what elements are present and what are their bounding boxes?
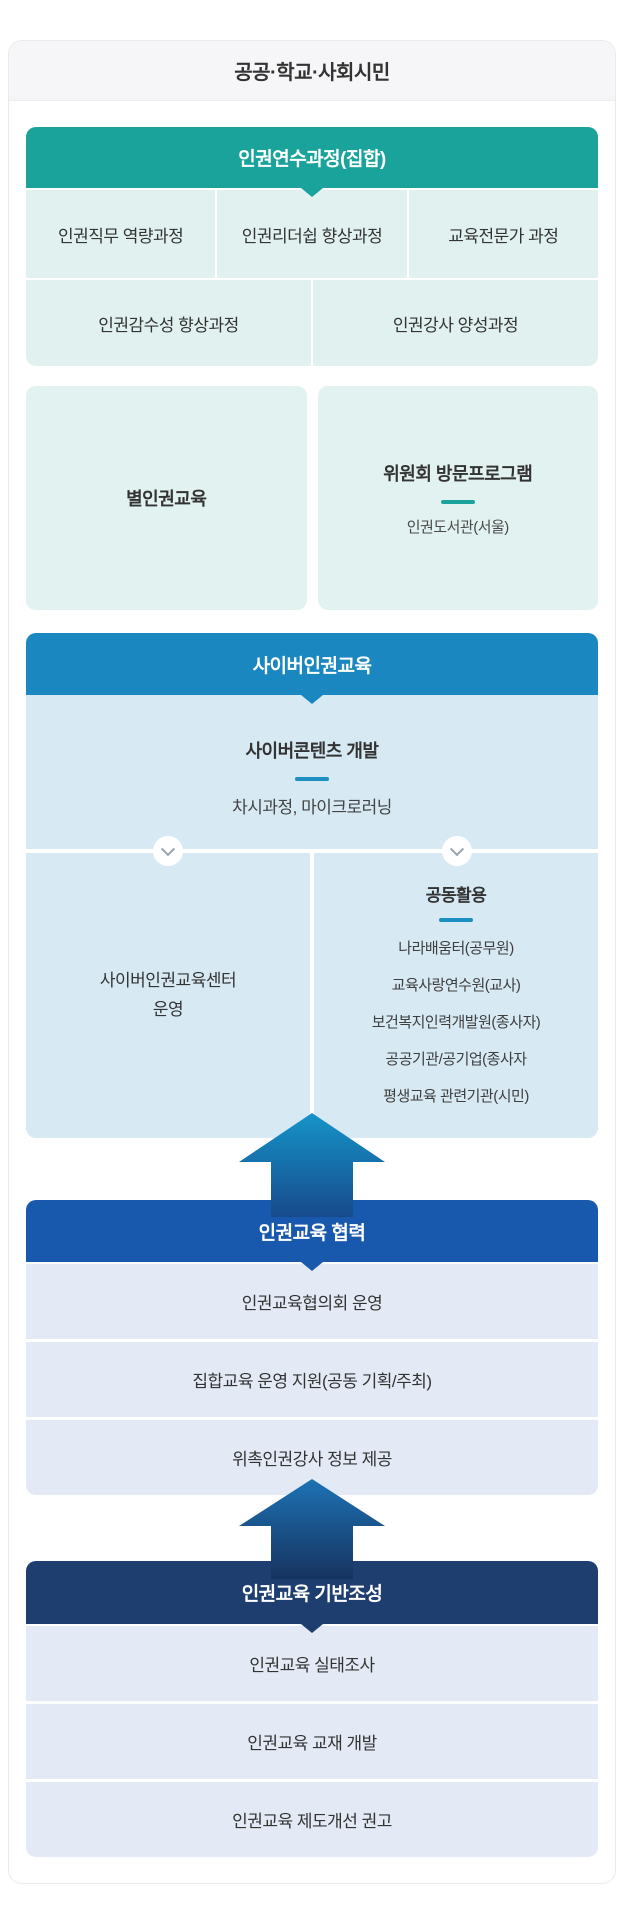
notch-down-icon — [301, 1262, 323, 1271]
training-header-label: 인권연수과정(집합) — [238, 149, 386, 170]
split-line — [26, 836, 598, 866]
cooperation-row: 인권교육협의회 운영 — [26, 1264, 598, 1339]
cyber-center-line2: 운영 — [152, 999, 184, 1019]
shared-use-list: 나라배움터(공무원) 교육사랑연수원(교사) 보건복지인력개발원(종사자) 공공… — [314, 930, 598, 1115]
shared-use-title: 공동활용 — [425, 886, 487, 905]
training-cell: 인권감수성 향상과정 — [26, 280, 311, 366]
page-title: 공공·학교·사회시민 — [234, 62, 390, 84]
up-arrow-icon — [239, 1113, 385, 1217]
card-content: 인권연수과정(집합) 인권직무 역량과정 인권리더쉽 향상과정 교육전문가 과정… — [9, 101, 615, 1883]
list-item: 교육사랑연수원(교사) — [391, 977, 521, 994]
list-item: 나라배움터(공무원) — [398, 940, 514, 957]
training-row2: 인권감수성 향상과정 인권강사 양성과정 — [26, 280, 598, 366]
divider — [440, 499, 475, 504]
cyber-center-operation: 사이버인권교육센터 운영 — [26, 853, 310, 1138]
box-committee-visit: 위원회 방문프로그램 인권도서관(서울) — [317, 386, 598, 610]
notch-down-icon — [301, 1624, 323, 1633]
list-item: 보건복지인력개발원(종사자) — [371, 1014, 541, 1031]
cyber-header: 사이버인권교육 — [26, 633, 598, 704]
divider — [439, 918, 473, 922]
section-training: 인권연수과정(집합) 인권직무 역량과정 인권리더쉽 향상과정 교육전문가 과정… — [26, 127, 598, 366]
training-cell: 인권리더쉽 향상과정 — [217, 190, 407, 278]
notch-down-icon — [301, 188, 323, 197]
cyber-shared-use: 공동활용 나라배움터(공무원) 교육사랑연수원(교사) 보건복지인력개발원(종사… — [314, 853, 598, 1138]
section-foundation: 인권교육 기반조성 인권교육 실태조사 인권교육 교재 개발 인권교육 제도개선… — [26, 1561, 598, 1857]
diagram-card: 공공·학교·사회시민 인권연수과정(집합) 인권직무 역량과정 인권리더쉽 향상… — [8, 40, 616, 1884]
training-row1: 인권직무 역량과정 인권리더쉽 향상과정 교육전문가 과정 — [26, 190, 598, 278]
list-item: 공공기관/공기업(종사자 — [385, 1051, 527, 1068]
foundation-row: 인권교육 실태조사 — [26, 1626, 598, 1701]
box-title: 위원회 방문프로그램 — [383, 463, 533, 484]
box-custom-education: 별인권교육 — [26, 386, 307, 610]
chevron-down-icon — [441, 836, 472, 866]
program-boxes: 별인권교육 위원회 방문프로그램 인권도서관(서울) — [26, 386, 598, 610]
section-cyber: 사이버인권교육 사이버콘텐츠 개발 차시과정, 마이크로러닝 사이버인권교육센터 — [26, 633, 598, 1138]
notch-down-icon — [301, 695, 323, 704]
box-subtitle: 인권도서관(서울) — [406, 518, 510, 536]
box-title: 별인권교육 — [126, 489, 207, 509]
divider — [295, 777, 329, 781]
cooperation-row: 집합교육 운영 지원(공동 기획/주최) — [26, 1342, 598, 1417]
cooperation-header: 인권교육 협력 — [26, 1200, 598, 1271]
foundation-rows: 인권교육 실태조사 인권교육 교재 개발 인권교육 제도개선 권고 — [26, 1626, 598, 1857]
section-cooperation: 인권교육 협력 인권교육협의회 운영 집합교육 운영 지원(공동 기획/주최) … — [26, 1200, 598, 1495]
list-item: 평생교육 관련기관(시민) — [383, 1088, 529, 1105]
cyber-header-label: 사이버인권교육 — [252, 655, 372, 677]
foundation-row: 인권교육 교재 개발 — [26, 1704, 598, 1779]
training-cell: 인권직무 역량과정 — [26, 190, 216, 278]
cooperation-header-label: 인권교육 협력 — [258, 1222, 366, 1244]
cyber-center-label: 사이버인권교육센터 운영 — [99, 967, 237, 1023]
up-arrow-icon — [239, 1479, 385, 1579]
card-header: 공공·학교·사회시민 — [9, 41, 615, 101]
cyber-body: 사이버콘텐츠 개발 차시과정, 마이크로러닝 사이버인권교육센터 운영 — [26, 695, 598, 1138]
chevron-down-icon — [152, 836, 183, 866]
cyber-content-dev: 사이버콘텐츠 개발 차시과정, 마이크로러닝 — [26, 695, 598, 849]
content-dev-subtitle: 차시과정, 마이크로러닝 — [232, 798, 392, 817]
training-header: 인권연수과정(집합) — [26, 127, 598, 197]
training-cell: 인권강사 양성과정 — [313, 280, 598, 366]
foundation-header-label: 인권교육 기반조성 — [241, 1584, 383, 1605]
content-dev-title: 사이버콘텐츠 개발 — [245, 741, 379, 761]
cooperation-rows: 인권교육협의회 운영 집합교육 운영 지원(공동 기획/주최) 위촉인권강사 정… — [26, 1264, 598, 1495]
vertical-divider — [310, 853, 314, 1138]
cyber-center-line1: 사이버인권교육센터 — [99, 971, 237, 991]
cyber-columns: 사이버인권교육센터 운영 공동활용 나라배움터(공무원) 교육사랑연수원(교사)… — [26, 853, 598, 1138]
foundation-row: 인권교육 제도개선 권고 — [26, 1782, 598, 1857]
training-cell: 교육전문가 과정 — [408, 190, 598, 278]
